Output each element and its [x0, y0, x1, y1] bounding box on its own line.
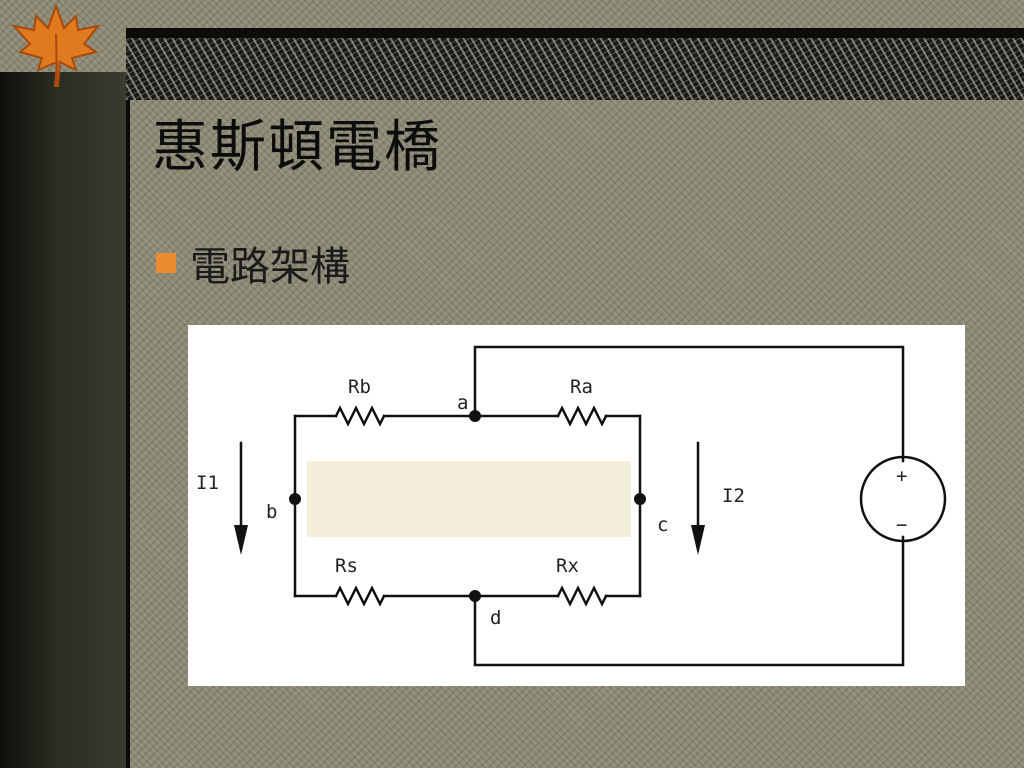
label-i2: I2 [722, 485, 745, 507]
arrow-down-icon [234, 525, 248, 555]
label-node-a: a [457, 392, 468, 414]
label-node-c: c [657, 514, 668, 536]
node-d-dot [469, 590, 481, 602]
header-texture-band [126, 28, 1024, 100]
label-rx: Rx [556, 555, 579, 577]
bullet-item: 電路架構 [156, 234, 350, 292]
maple-leaf-icon [11, 3, 101, 87]
left-edge-line [126, 28, 130, 768]
slide-title: 惠斯頓電橋 [152, 115, 442, 180]
source-minus-sign: − [896, 514, 907, 536]
circuit-diagram: Rb Ra Rs Rx a b c d I1 I2 + − [188, 325, 965, 686]
label-node-d: d [490, 607, 501, 629]
resistor-rx [556, 585, 608, 607]
label-rs: Rs [335, 555, 358, 577]
node-b-dot [289, 493, 301, 505]
node-a-dot [469, 410, 481, 422]
left-decor-band [0, 72, 126, 768]
bullet-square-icon [156, 253, 176, 273]
arrow-down-icon [691, 525, 705, 555]
voltage-source-icon [859, 455, 947, 543]
label-ra: Ra [570, 376, 593, 398]
resistor-ra [556, 405, 608, 427]
label-overlay [307, 461, 631, 537]
label-node-b: b [266, 501, 277, 523]
label-i1: I1 [196, 472, 219, 494]
resistor-rb [334, 405, 386, 427]
wire-source-top [473, 345, 905, 463]
bullet-text: 電路架構 [190, 244, 350, 290]
label-rb: Rb [348, 376, 371, 398]
node-c-dot [634, 493, 646, 505]
resistor-rs [334, 585, 386, 607]
wire-source-bottom [473, 535, 905, 667]
source-plus-sign: + [896, 465, 907, 487]
